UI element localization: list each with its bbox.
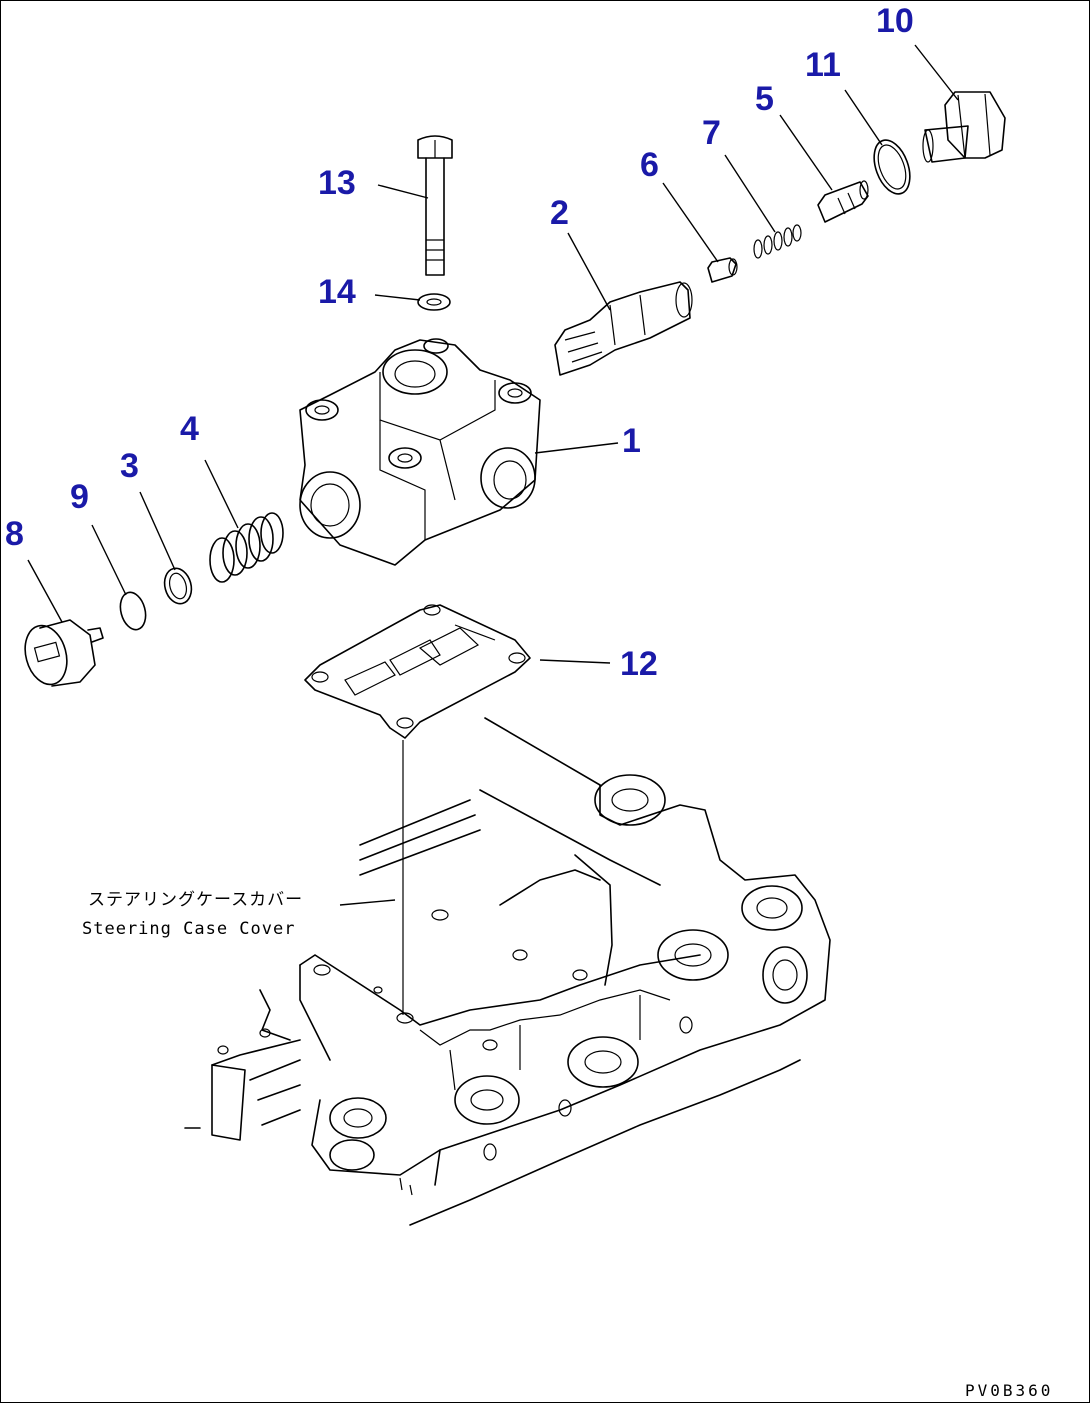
callout-10: 10 bbox=[876, 2, 914, 40]
callout-1: 1 bbox=[622, 422, 641, 460]
plug-8 bbox=[24, 619, 104, 687]
spring-7 bbox=[753, 224, 802, 259]
callout-12: 12 bbox=[620, 645, 658, 683]
callout-3: 3 bbox=[120, 447, 139, 485]
caption-japanese: ステアリングケースカバー bbox=[88, 890, 303, 910]
callout-14: 14 bbox=[318, 273, 356, 311]
caption-english: Steering Case Cover bbox=[82, 919, 295, 939]
plug-10 bbox=[922, 91, 1006, 163]
o-ring-9 bbox=[119, 591, 147, 631]
leader-1 bbox=[534, 442, 619, 454]
valve-body-1 bbox=[299, 338, 541, 566]
bolt-13 bbox=[417, 135, 453, 276]
steering-case-cover bbox=[184, 717, 831, 1226]
callout-13: 13 bbox=[318, 164, 356, 202]
spool-2 bbox=[554, 281, 693, 376]
leader-12 bbox=[539, 659, 611, 664]
o-ring-11 bbox=[873, 139, 911, 195]
leader-3 bbox=[139, 491, 176, 571]
leader-8 bbox=[27, 559, 63, 623]
leader-5 bbox=[779, 114, 833, 191]
leader-10 bbox=[914, 44, 959, 101]
plug-6 bbox=[707, 257, 738, 283]
leader-6 bbox=[662, 182, 719, 263]
callout-7: 7 bbox=[702, 114, 721, 152]
callout-6: 6 bbox=[640, 146, 659, 184]
leader-lines bbox=[27, 44, 959, 906]
ring-3 bbox=[163, 567, 193, 605]
leader-9 bbox=[91, 524, 127, 596]
callout-2: 2 bbox=[550, 194, 569, 232]
callout-8: 8 bbox=[5, 515, 24, 553]
callout-11: 11 bbox=[805, 46, 841, 84]
gasket-12 bbox=[304, 604, 531, 739]
leader-13 bbox=[377, 184, 429, 199]
leader-2 bbox=[567, 232, 611, 311]
callout-labels: 13 14 2 1 6 7 5 11 10 4 3 9 8 12 bbox=[5, 2, 914, 683]
callout-9: 9 bbox=[70, 478, 89, 516]
washer-14 bbox=[417, 293, 451, 311]
leader-7 bbox=[724, 154, 776, 233]
leader-11 bbox=[844, 89, 883, 146]
leader-4 bbox=[204, 459, 239, 529]
callout-5: 5 bbox=[755, 80, 774, 118]
callout-4: 4 bbox=[180, 410, 199, 448]
drawing-code: PV0B360 bbox=[965, 1381, 1053, 1400]
leader-case-cover bbox=[339, 899, 396, 906]
leader-14 bbox=[374, 294, 421, 301]
piston-5 bbox=[817, 180, 869, 223]
spring-4 bbox=[209, 512, 284, 583]
